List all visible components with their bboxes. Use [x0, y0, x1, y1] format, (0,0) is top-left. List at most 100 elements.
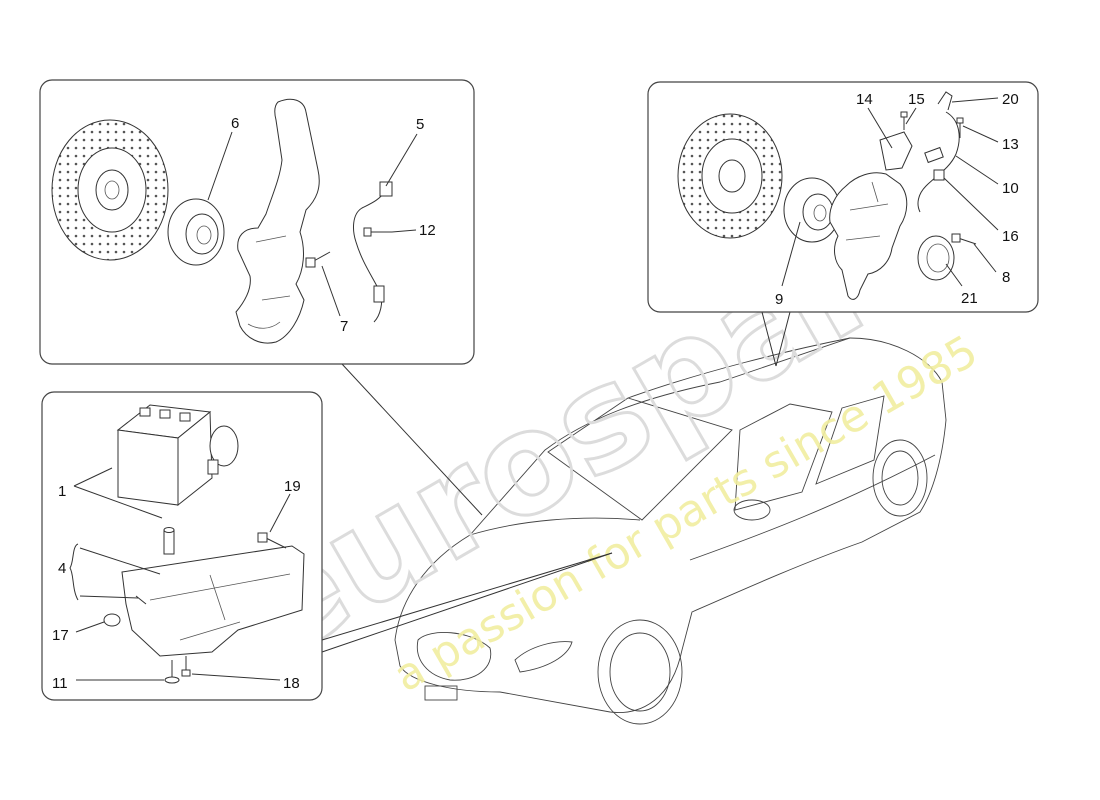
front-hub-bearing	[185, 213, 219, 255]
nut-17	[103, 613, 121, 627]
callout-18: 18	[283, 675, 300, 692]
rear-sensor-connector	[924, 146, 944, 164]
rear-wheel-hub	[783, 177, 841, 243]
car-shoulder-line	[689, 454, 936, 561]
abs-hydraulic-unit	[116, 404, 239, 507]
leader-16	[943, 177, 999, 231]
abs-unit-side	[177, 410, 213, 507]
abs-panel-pointer-top	[321, 552, 613, 641]
leader-5	[385, 133, 418, 187]
pin-top	[163, 527, 175, 533]
panel-pointer-lines	[321, 311, 791, 653]
abs-port-2	[159, 409, 171, 419]
rear-bolt-8	[951, 233, 977, 245]
front-disc-center	[95, 169, 129, 211]
rear-panel-pointer-right	[775, 311, 791, 367]
rear-hub-bearing	[802, 193, 834, 231]
front-steering-knuckle	[235, 98, 320, 344]
front-brake-panel: 6 5 12 7	[39, 79, 475, 365]
bolt-head	[363, 227, 372, 237]
callout-4: 4	[58, 560, 66, 577]
bracket-4	[69, 543, 79, 601]
callout-20: 20	[1002, 91, 1019, 108]
callout-16: 16	[1002, 228, 1019, 245]
car-side-mirror	[733, 499, 771, 521]
front-disc-bore	[104, 180, 120, 200]
abs-mounting-pin	[163, 527, 175, 555]
callout-5: 5	[416, 116, 424, 133]
leader-9	[781, 221, 801, 287]
leader-21	[945, 263, 963, 287]
rear-sensor-bracket-20	[937, 91, 953, 111]
rear-disc-center	[718, 159, 746, 193]
callout-6: 6	[231, 115, 239, 132]
abs-bolt-17	[103, 595, 147, 627]
abs-panel: 1 19 4 17 11 18	[41, 391, 323, 701]
leader-13	[962, 125, 999, 143]
front-sensor-bolt	[363, 227, 392, 237]
callout-15: 15	[908, 91, 925, 108]
abs-fastener-11	[164, 660, 180, 684]
rear-small-bolts	[900, 111, 964, 138]
callout-7: 7	[340, 318, 348, 335]
fastener-11-head	[164, 676, 180, 684]
callout-9: 9	[775, 291, 783, 308]
rear-panel-pointer-left	[761, 311, 777, 367]
front-knuckle-bolt	[305, 251, 331, 268]
leader-17	[75, 621, 105, 633]
leader-4-top	[79, 547, 161, 575]
leader-15	[905, 107, 917, 125]
callout-10: 10	[1002, 180, 1019, 197]
callout-19: 19	[284, 478, 301, 495]
abs-fastener-18	[181, 656, 191, 677]
car-rear-side-window	[815, 395, 885, 485]
bolt-head	[257, 532, 268, 543]
rear-callout-leaders	[781, 97, 999, 287]
stud-17	[135, 595, 147, 605]
leader-18	[191, 673, 281, 681]
abs-unit-front	[117, 429, 179, 506]
car-front-wheel	[597, 619, 683, 725]
front-callout-leaders	[207, 131, 418, 317]
abs-port-3	[179, 412, 191, 422]
car-roof-line	[627, 337, 851, 399]
callout-13: 13	[1002, 136, 1019, 153]
front-knuckle-detail	[247, 235, 291, 329]
callout-8: 8	[1002, 269, 1010, 286]
leader-7	[321, 265, 341, 317]
abs-callout-leaders	[69, 467, 291, 681]
abs-panel-pointer-bottom	[321, 552, 613, 653]
car-rear-wheel-rim	[881, 450, 919, 506]
front-wheel-hub	[167, 198, 225, 266]
abs-pump-motor	[209, 425, 239, 467]
leader-14	[867, 107, 893, 149]
rear-carrier-detail	[845, 181, 889, 241]
leader-20	[951, 97, 999, 103]
rear-brake-panel: 14 15 20 13 10 16 8 21 9	[647, 81, 1039, 313]
car-outline	[394, 337, 947, 725]
fastener-18-head	[181, 669, 191, 677]
dust-cover-inner	[926, 243, 950, 273]
leader-12	[391, 229, 417, 233]
car-license-plate	[424, 685, 458, 701]
front-panel-pointer	[341, 363, 483, 516]
bolt-15-head	[900, 111, 908, 118]
leader-8	[973, 243, 997, 273]
rear-sensor-clip	[933, 169, 945, 181]
leader-19	[269, 493, 291, 533]
bolt-13-head	[956, 117, 964, 124]
bolt-shaft	[265, 537, 287, 549]
car-front-wheel-rim	[609, 632, 671, 712]
rear-dust-cover	[917, 235, 955, 281]
abs-connector	[207, 459, 219, 475]
bolt-shaft	[957, 237, 977, 245]
abs-mounting-bracket	[121, 545, 305, 657]
front-sensor-connector	[379, 181, 393, 197]
car-hood-line	[469, 517, 641, 536]
bolt-head	[951, 233, 961, 243]
front-hub-center	[196, 225, 212, 245]
car-rear-wheel	[872, 439, 928, 517]
car-headlight	[514, 641, 573, 673]
